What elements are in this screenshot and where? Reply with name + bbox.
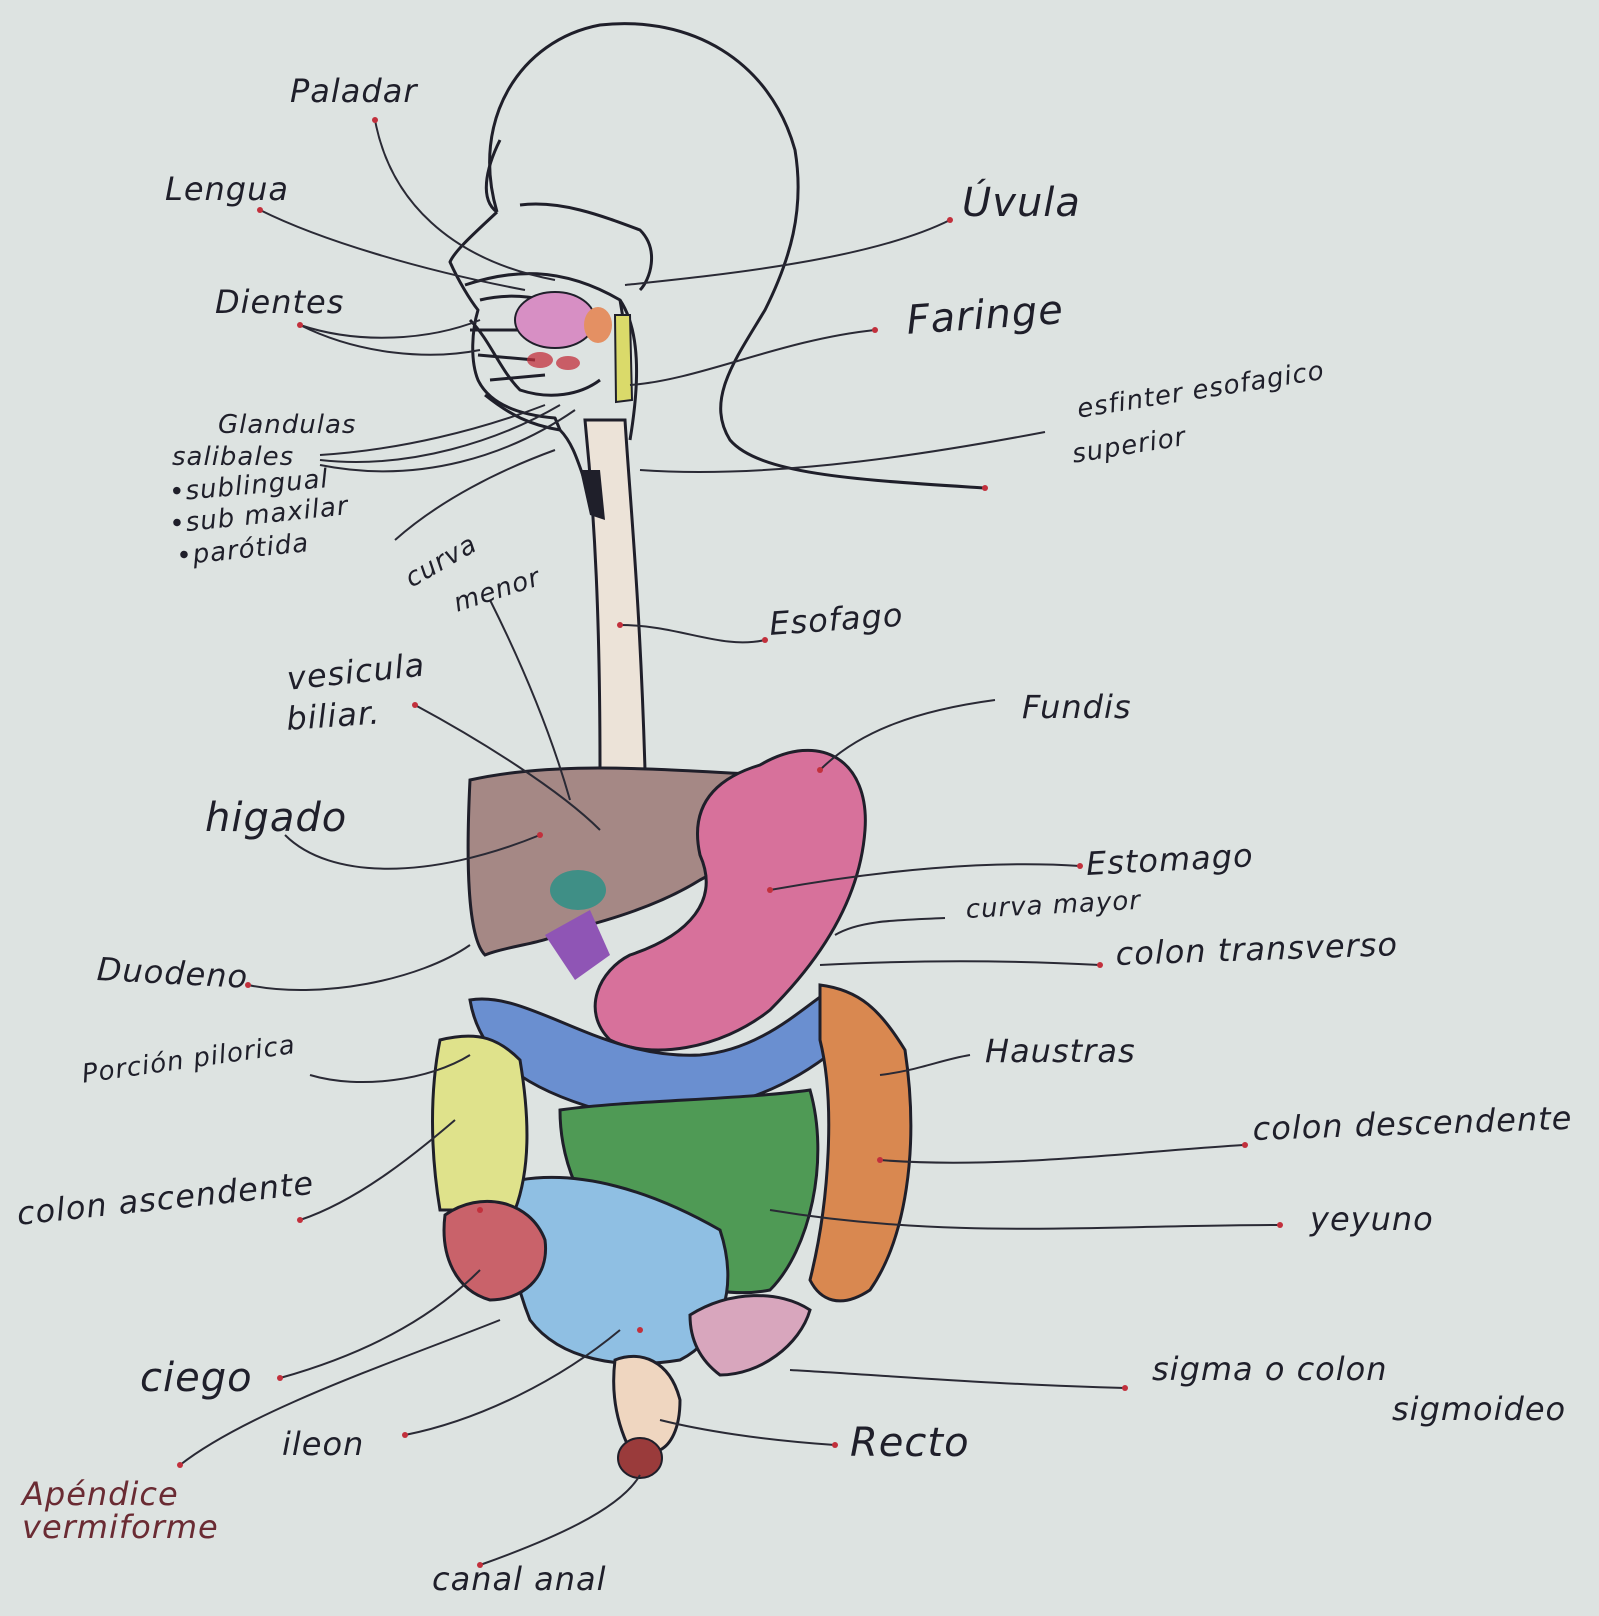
ascending-colon-shape [433,1036,527,1210]
label-lengua: Lengua [165,170,289,208]
label-fundis: Fundis [1022,688,1132,726]
label-glandulas: Glandulas [218,410,356,440]
label-higado: higado [205,795,347,841]
label-ciego: ciego [140,1355,253,1401]
label-yeyuno: yeyuno [1310,1200,1434,1238]
label-canal-anal: canal anal [432,1560,607,1598]
tonsil-shape [584,307,612,343]
label-sigma-2: sigmoideo [1392,1390,1566,1428]
label-ileon: ileon [282,1425,364,1463]
label-uvula: Úvula [962,180,1081,226]
label-duodeno: Duodeno [96,950,249,996]
pharynx-shape [615,315,632,402]
label-haustras: Haustras [985,1032,1136,1070]
label-vesicula-2: biliar. [285,693,381,737]
label-apendice-2: vermiforme [22,1508,219,1546]
tongue-shape [515,292,595,348]
label-dientes: Dientes [215,283,344,321]
label-sigma-1: sigma o colon [1152,1350,1388,1388]
salivary-gland-shape [556,356,580,370]
anus-shape [618,1438,662,1478]
salivary-gland-shape [527,352,553,368]
gallbladder-shape [550,870,606,910]
label-paladar: Paladar [290,72,417,110]
label-recto: Recto [850,1420,970,1466]
